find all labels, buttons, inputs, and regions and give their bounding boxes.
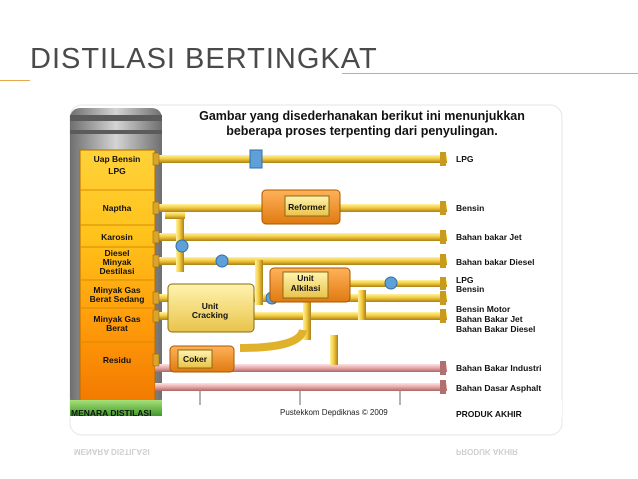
product-bahan-bakar-diesel: Bahan bakar Diesel [456, 257, 535, 267]
footer-credit: Pustekkom Depdiknas © 2009 [280, 408, 388, 417]
reformer-label: Reformer [288, 202, 326, 212]
footer-bar [70, 400, 448, 418]
pipe-diesel [155, 254, 447, 268]
caption-line-1: Gambar yang disederhanakan berikut ini m… [199, 109, 525, 123]
caption-line-2: beberapa proses terpenting dari penyulin… [226, 124, 498, 138]
cracking-label-1: Unit [201, 301, 219, 311]
tower-label-naptha: Naptha [102, 203, 132, 213]
cracking-label-2: Cracking [191, 310, 229, 320]
product-bahan-bakar-diesel-2: Bahan Bakar Diesel [456, 324, 536, 334]
product-bensin-motor: Bensin Motor [456, 304, 511, 314]
diagram-caption: Gambar yang disederhanakan berikut ini m… [162, 109, 562, 139]
pipe-asphalt [155, 380, 447, 394]
product-bensin: Bensin [456, 203, 485, 213]
coker-label: Coker [182, 354, 208, 364]
tower-label-residu: Residu [102, 355, 132, 365]
pipe-lpg2 [350, 277, 447, 290]
product-bahan-bakar-jet: Bahan bakar Jet [456, 232, 522, 242]
tower-label-mgb-2: Berat [106, 323, 128, 333]
product-lpg-2: LPG [456, 275, 474, 285]
pipe-jet [155, 230, 447, 244]
distillation-tower [79, 149, 156, 403]
tower-label-diesel-3: Destilasi [99, 266, 135, 276]
footer-tower-name: MENARA DISTILASI [71, 408, 152, 418]
title-rule-right [342, 73, 638, 74]
product-lpg: LPG [456, 154, 474, 164]
cracking-unit [167, 283, 255, 333]
tower-label-lpg: LPG [108, 166, 126, 176]
reflection-tower-name: MENARA DISTILASI [74, 447, 150, 456]
tower-label-mgbs-2: Berat Sedang [89, 294, 145, 304]
alkilasi-label-1: Unit [297, 273, 314, 283]
tower-label-mgbs-1: Minyak Gas [93, 285, 141, 295]
tower-label-diesel-2: Minyak [102, 257, 132, 267]
alkilasi-label-2: Alkilasi [290, 283, 321, 293]
tower-label-uap-bensin: Uap Bensin [93, 154, 141, 164]
tower-label-karosin: Karosin [101, 232, 133, 242]
title-rule-left [0, 80, 30, 81]
tower-label-diesel-1: Diesel [104, 248, 130, 258]
footer-final-product: PRODUK AKHIR [456, 409, 522, 419]
pipe-lpg [155, 152, 447, 166]
product-bahan-bakar-jet-2: Bahan Bakar Jet [456, 314, 523, 324]
product-bahan-bakar-industri: Bahan Bakar Industri [456, 363, 542, 373]
reflection-final-product: PRODUK AKHIR [456, 447, 518, 456]
product-bahan-dasar-asphalt: Bahan Dasar Asphalt [456, 383, 542, 393]
pipe-diesel2 [155, 309, 447, 323]
product-bensin-2: Bensin [456, 284, 485, 294]
tower-label-mgb-1: Minyak Gas [93, 314, 141, 324]
pipe-industri [155, 361, 447, 375]
slide-title: DISTILASI BERTINGKAT [30, 43, 378, 75]
